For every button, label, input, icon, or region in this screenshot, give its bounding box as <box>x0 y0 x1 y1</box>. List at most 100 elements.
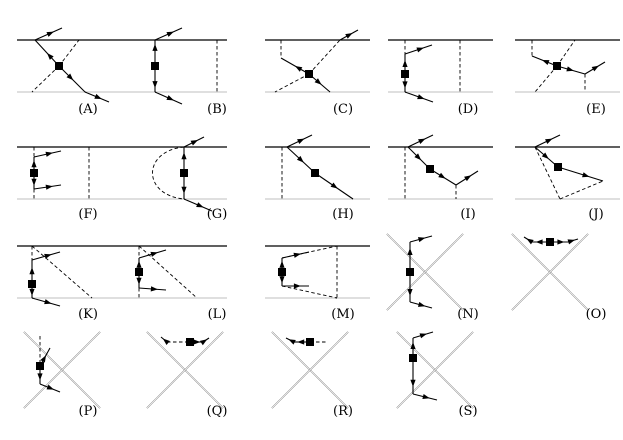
diagram-panel-i: (I) <box>388 134 493 222</box>
diagram-panel-a: (A) <box>17 27 122 117</box>
diagram-panel-d: (D) <box>388 39 493 117</box>
diagram-panel-h: (H) <box>265 134 370 222</box>
vertex-square <box>406 268 414 276</box>
arrowhead <box>582 172 590 178</box>
arrowhead <box>417 237 426 243</box>
dashed-line <box>534 146 561 200</box>
double-line-core <box>396 331 474 409</box>
arrowhead <box>422 393 430 400</box>
diagram-panel-o: (O) <box>511 233 607 322</box>
diagram-panel-j: (J) <box>515 134 620 222</box>
diagram-panel-s: (S) <box>396 331 478 419</box>
arrowhead <box>557 239 565 245</box>
arrowhead <box>44 253 52 259</box>
panel-label: (R) <box>333 404 353 419</box>
panel-label: (K) <box>78 307 98 322</box>
arrowhead <box>567 239 575 245</box>
arrowhead <box>419 333 427 339</box>
panel-label: (A) <box>78 102 98 117</box>
vertex-square <box>546 238 554 246</box>
diagram-panel-l: (L) <box>122 245 227 322</box>
arrowhead <box>542 60 550 66</box>
vertex-square <box>55 62 63 70</box>
vertex-square <box>305 70 313 78</box>
diagram-panel-n: (N) <box>386 233 479 322</box>
dashed-line <box>31 245 93 299</box>
diagram-panel-f: (F) <box>17 146 122 222</box>
dashed-line <box>58 39 80 67</box>
double-line-core <box>386 233 464 311</box>
panel-label: (M) <box>331 307 354 322</box>
vertex-square <box>28 280 36 288</box>
vertex-square <box>151 62 159 70</box>
arrowhead <box>535 239 543 245</box>
arrowhead <box>45 151 53 157</box>
arrowhead <box>45 184 53 190</box>
vertex-square <box>554 163 562 171</box>
arrowhead <box>410 379 416 387</box>
propagator-line <box>557 166 604 182</box>
arrowhead <box>31 178 37 186</box>
arrowhead <box>414 153 422 161</box>
panel-label: (N) <box>457 307 479 322</box>
diagram-panel-p: (P) <box>23 331 101 419</box>
panel-label: (P) <box>79 404 98 419</box>
arrowhead <box>545 138 553 144</box>
arrowhead <box>410 342 416 349</box>
arrowhead <box>66 73 74 81</box>
arrowhead <box>464 175 472 182</box>
arrowhead <box>416 47 424 53</box>
dashed-line <box>281 245 338 259</box>
diagram-panel-e: (E) <box>515 39 620 117</box>
dashed-line <box>308 39 341 75</box>
arrowhead <box>196 202 204 208</box>
dashed-line <box>138 245 198 299</box>
arrowhead <box>47 53 54 60</box>
vertex-square <box>311 169 319 177</box>
arrowhead <box>94 93 102 99</box>
arrowhead <box>293 283 301 289</box>
arrowhead <box>279 260 285 268</box>
arrowhead <box>438 172 446 179</box>
arrowhead <box>541 152 549 159</box>
arrowhead <box>136 260 142 268</box>
panel-label: (I) <box>460 207 475 222</box>
arrowhead <box>407 248 413 255</box>
double-line-core <box>511 233 589 311</box>
panel-label: (D) <box>458 102 479 117</box>
panel-label: (H) <box>332 207 353 222</box>
arrowhead <box>418 138 426 144</box>
arrowhead <box>345 33 353 39</box>
vertex-square <box>135 268 143 276</box>
arrowhead <box>297 339 305 345</box>
dashed-line <box>31 65 60 93</box>
arrowhead <box>417 94 425 100</box>
dashed-line <box>556 39 576 67</box>
arrowhead <box>162 338 170 345</box>
arrowhead <box>150 286 158 292</box>
diagram-panel-k: (K) <box>17 245 122 322</box>
arrowhead <box>288 339 296 345</box>
arrowhead <box>152 81 158 89</box>
arrowhead <box>314 78 322 85</box>
vertex-square <box>553 62 561 70</box>
arrowhead <box>402 60 408 67</box>
panel-label: (O) <box>586 307 607 322</box>
panel-label: (B) <box>207 102 227 117</box>
arrowhead <box>166 95 174 101</box>
double-line-core <box>23 331 101 409</box>
arrowhead <box>190 140 198 146</box>
diagram-panel-g: (G) <box>122 136 227 222</box>
vertex-square <box>409 354 417 362</box>
vertex-square <box>30 169 38 177</box>
dashed-line <box>281 285 338 299</box>
vertex-square <box>306 338 314 346</box>
arrowhead <box>181 186 187 194</box>
panel-label: (J) <box>588 207 603 222</box>
vertex-square <box>401 70 409 78</box>
arrowhead <box>293 252 301 258</box>
arrowhead <box>31 160 37 168</box>
arrowhead <box>297 138 305 144</box>
arrowhead <box>150 251 158 257</box>
arrowhead <box>295 66 303 72</box>
